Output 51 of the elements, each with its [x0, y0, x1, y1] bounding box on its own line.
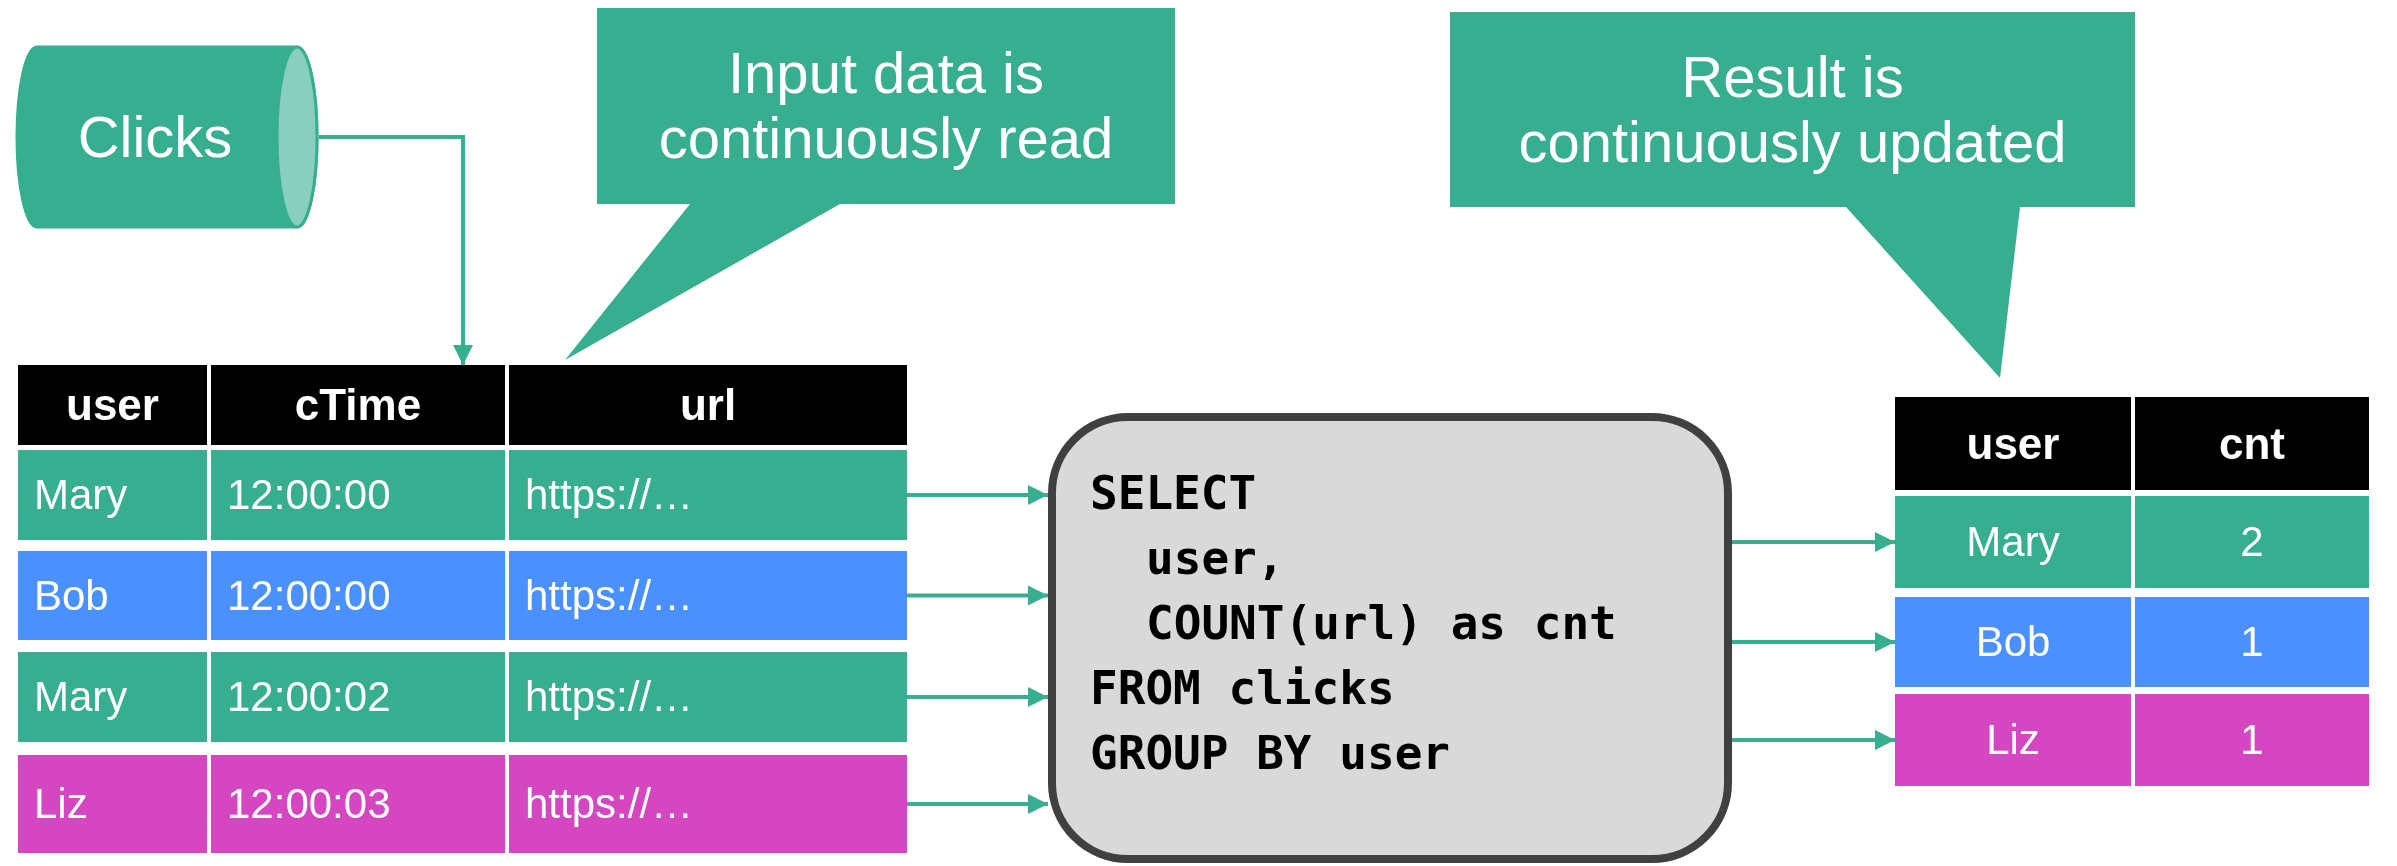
column-header: cTime [294, 380, 422, 430]
cell-text: Liz [1986, 716, 2040, 764]
table-header-row [18, 365, 907, 445]
code-line: COUNT(url) as cnt [1146, 595, 1617, 652]
cell-text: 12:00:00 [227, 471, 391, 519]
cell-text: 12:00:03 [227, 780, 391, 828]
cell-text: Liz [34, 780, 88, 828]
cell-text: 2 [2240, 518, 2264, 566]
code-line: FROM clicks [1090, 660, 1395, 717]
node-label: Clicks [76, 102, 234, 171]
cell-text: https://… [525, 780, 694, 828]
table-header-row [1895, 397, 2369, 490]
cell-text: 12:00:02 [227, 673, 391, 721]
code-line: user, [1146, 530, 1285, 587]
arrow [1732, 532, 1895, 552]
table-row [18, 652, 907, 742]
arrow [1732, 730, 1895, 750]
cell-text: 1 [2240, 618, 2264, 666]
callout-text: Input data is continuously read [657, 39, 1115, 172]
table-row [1895, 496, 2369, 588]
data-table [1895, 397, 2369, 786]
table-row [18, 755, 907, 853]
arrow [319, 135, 473, 365]
query-box [1048, 413, 1732, 863]
cell-text: 1 [2240, 716, 2264, 764]
cell-text: Mary [1966, 518, 2060, 566]
cell-text: 12:00:00 [227, 571, 391, 620]
callout-text: Result is continuously updated [1517, 42, 2068, 176]
arrow [907, 687, 1048, 707]
cell-text: https://… [525, 571, 694, 620]
cell-text: Bob [1975, 618, 2051, 666]
column-header: user [66, 380, 159, 430]
cell-text: Mary [34, 471, 128, 519]
arrow [907, 585, 1048, 606]
table-row [1895, 694, 2369, 786]
cell-text: Mary [34, 673, 128, 721]
cell-text: https://… [525, 673, 694, 721]
cell-text: https://… [525, 471, 694, 519]
arrow [907, 794, 1048, 814]
column-header: cnt [2219, 418, 2285, 469]
table-row [18, 551, 907, 640]
arrow [1732, 632, 1895, 652]
table-row [1895, 597, 2369, 687]
table-row [18, 450, 907, 540]
arrow [907, 485, 1048, 505]
code-line: GROUP BY user [1090, 725, 1451, 782]
column-header: url [679, 380, 737, 430]
cell-text: Bob [34, 571, 109, 620]
code-line: SELECT [1090, 465, 1257, 522]
data-table [18, 365, 907, 853]
column-header: user [1966, 418, 2060, 469]
